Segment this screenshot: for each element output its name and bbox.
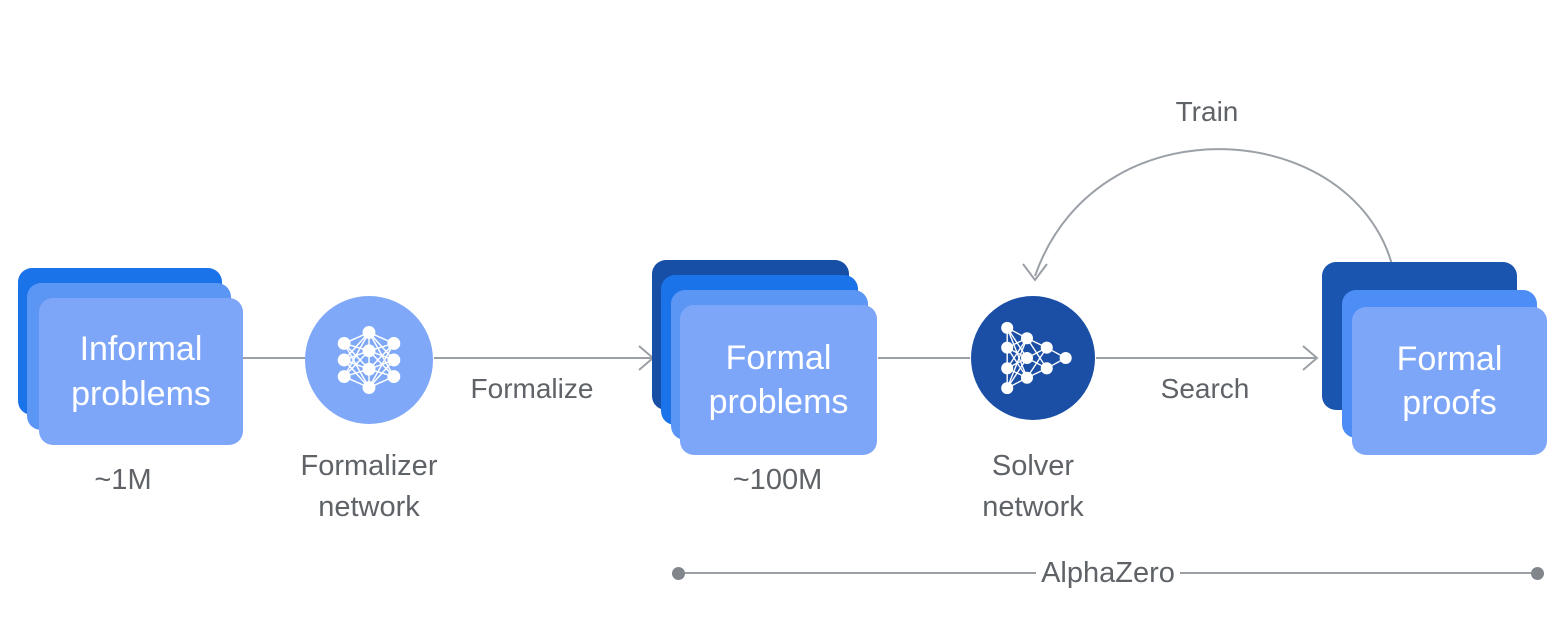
neural-network-icon bbox=[337, 325, 401, 395]
search-edge-label: Search bbox=[1160, 373, 1250, 404]
bracket-right-dot bbox=[1531, 566, 1544, 580]
alphazero-bracket: AlphaZero bbox=[672, 556, 1544, 590]
informal-problems-label: Informal problems bbox=[71, 330, 211, 413]
formal-problems-label: Formal problems bbox=[708, 338, 849, 421]
stack-card-front: Informal problems bbox=[39, 298, 243, 445]
formal-proofs-stack: Formal proofs bbox=[1322, 262, 1547, 455]
bracket-right-rule bbox=[1179, 572, 1531, 574]
train-arrowhead-icon bbox=[1022, 263, 1048, 282]
formalize-arrowhead-icon bbox=[638, 345, 655, 371]
formalizer-network-node bbox=[305, 296, 433, 424]
stack-card-front: Formal proofs bbox=[1352, 307, 1547, 455]
neural-network-funnel-icon bbox=[1001, 321, 1072, 395]
informal-problems-stack: Informal problems bbox=[18, 268, 243, 445]
formalize-edge-label: Formalize bbox=[470, 373, 594, 404]
stack-card-front: Formal problems bbox=[680, 305, 877, 455]
train-edge-label: Train bbox=[1175, 96, 1239, 127]
solver-network-label: Solver network bbox=[982, 450, 1084, 524]
informal-problems-count: ~1M bbox=[94, 464, 152, 496]
alphazero-label: AlphaZero bbox=[1041, 556, 1175, 589]
formal-proofs-label: Formal proofs bbox=[1396, 339, 1503, 422]
formal-problems-stack: Formal problems bbox=[652, 260, 877, 455]
search-arrowhead-icon bbox=[1302, 345, 1319, 371]
bracket-left-dot bbox=[672, 566, 685, 580]
formalizer-network-label: Formalizer network bbox=[300, 450, 438, 524]
formal-problems-count: ~100M bbox=[732, 464, 823, 496]
solver-network-node bbox=[971, 296, 1095, 420]
bracket-left-rule bbox=[685, 572, 1037, 574]
